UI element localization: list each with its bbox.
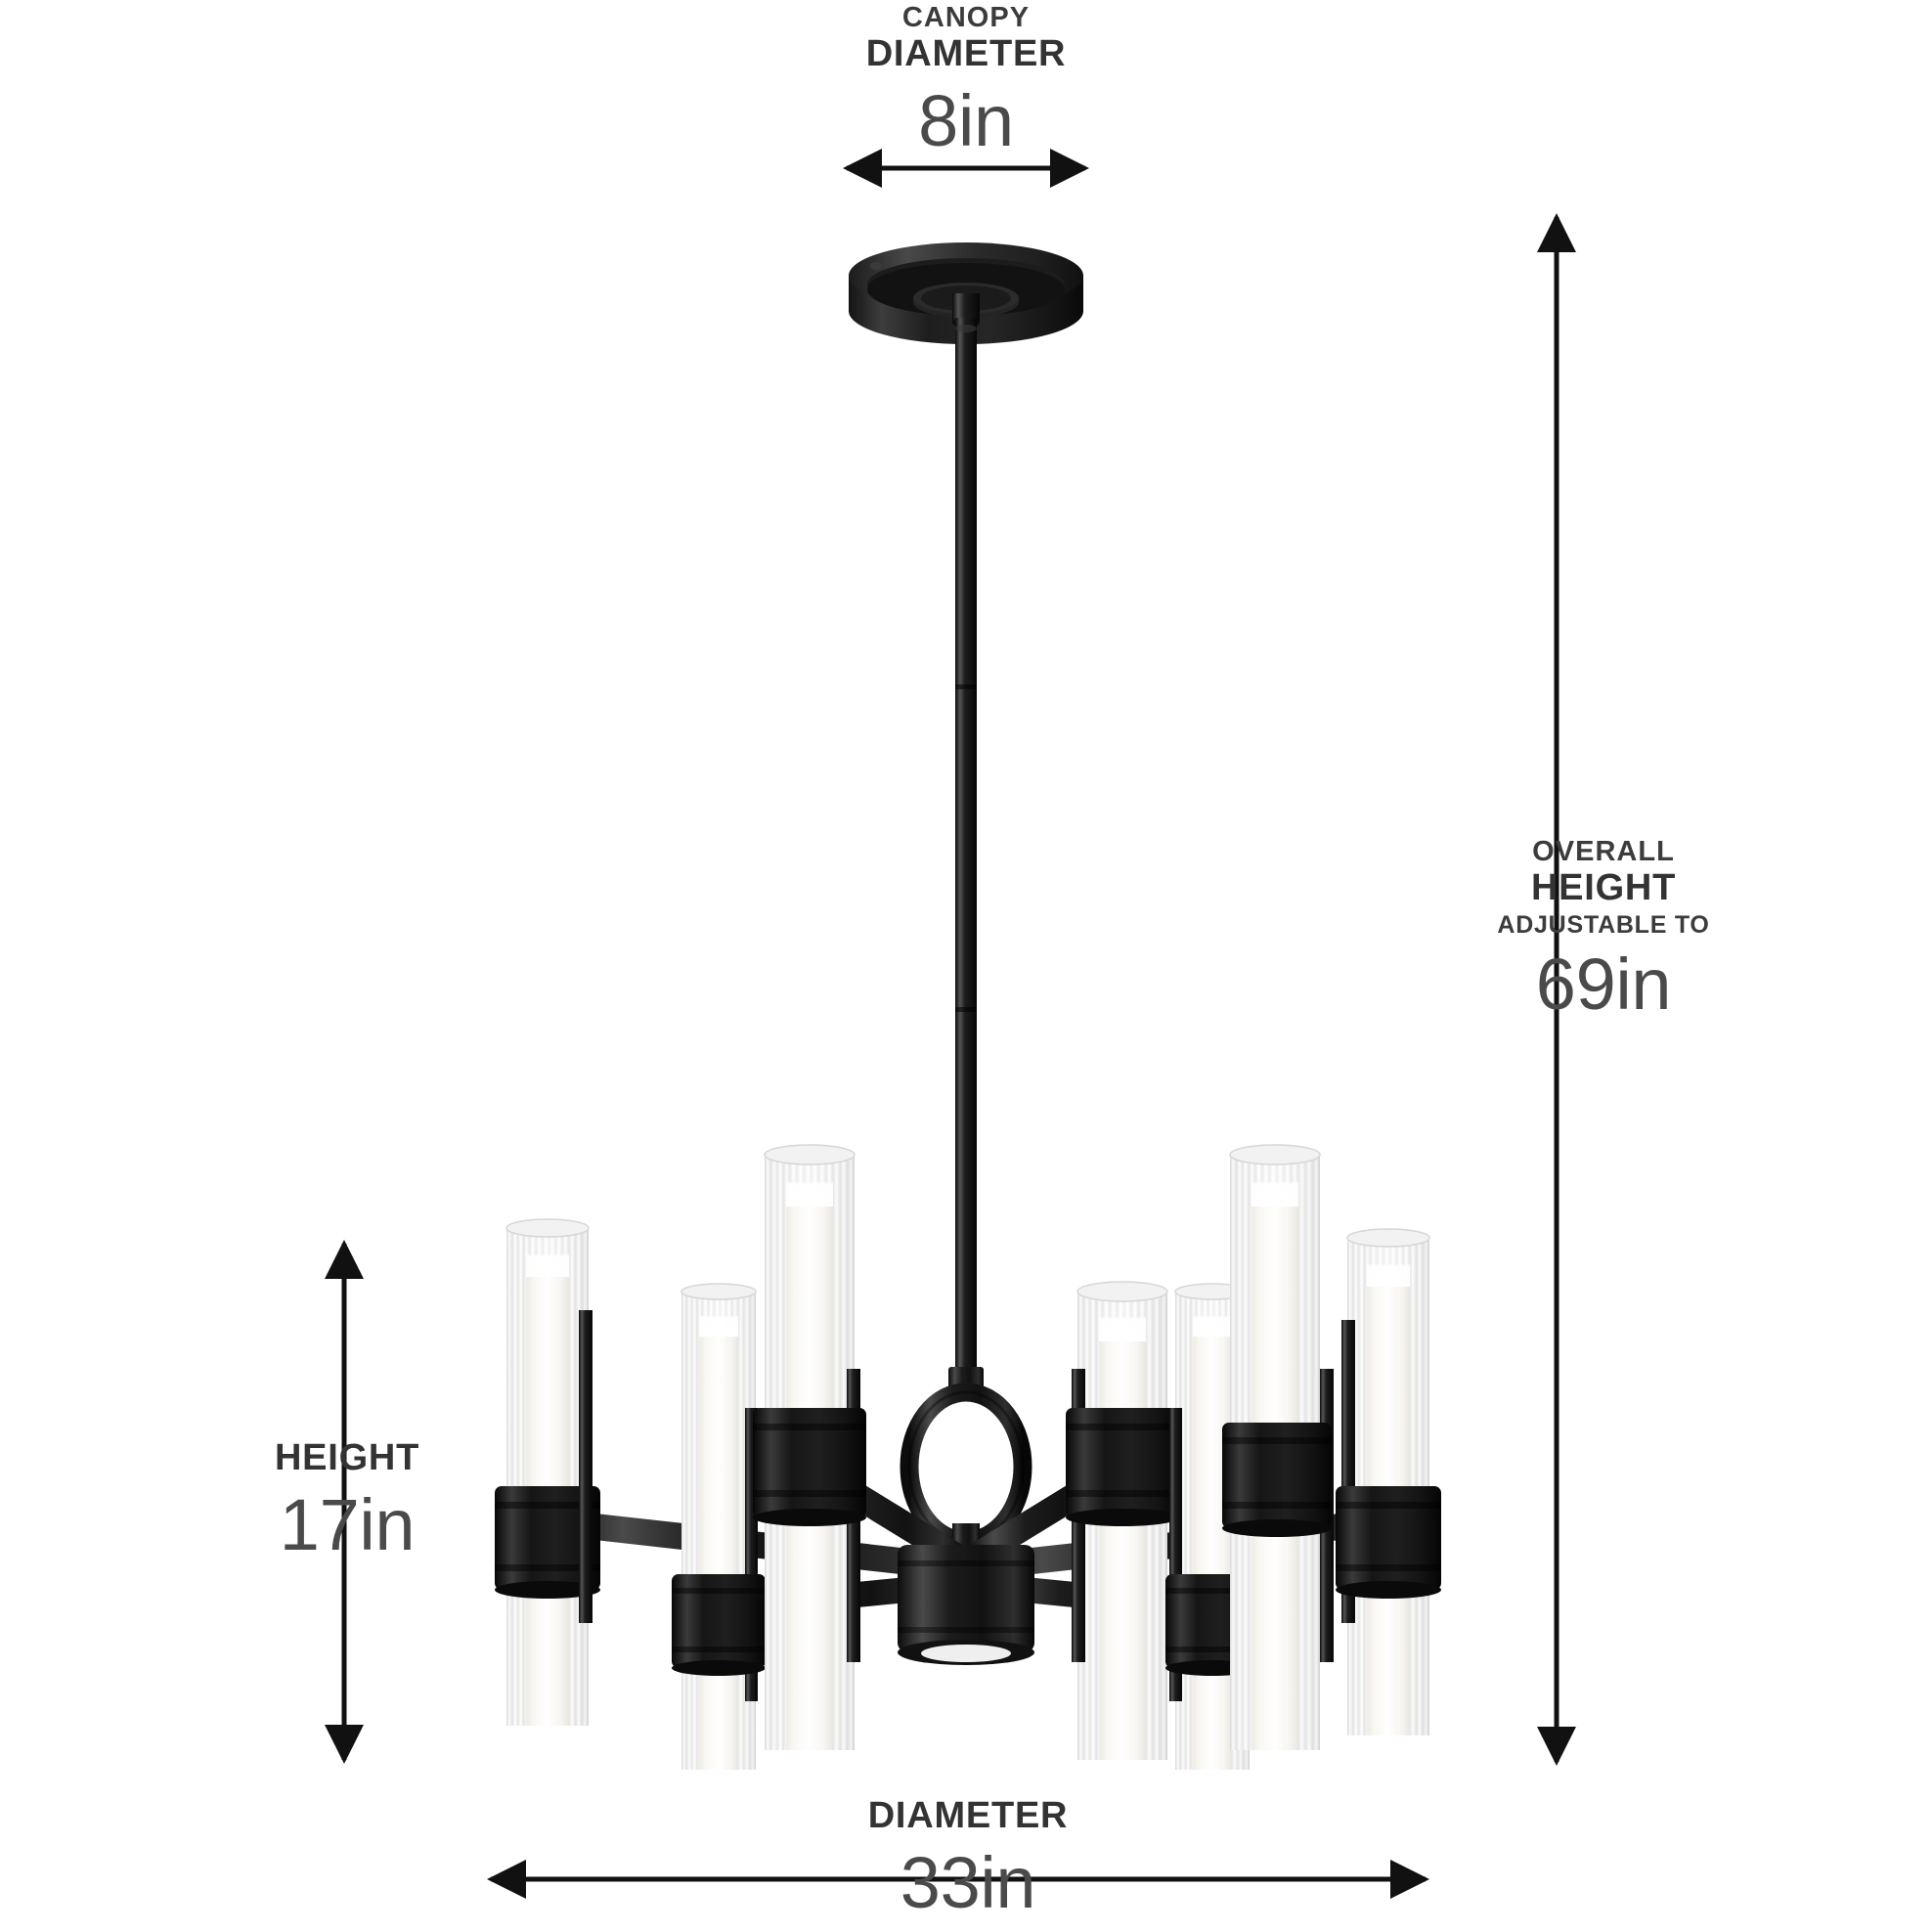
overall-height-caption-1: OVERALL bbox=[1532, 836, 1675, 867]
lamp-assembly bbox=[672, 1283, 766, 1770]
fixture-diameter-value: 33in bbox=[900, 1841, 1036, 1923]
overall-height-caption-3: ADJUSTABLE TO bbox=[1497, 911, 1710, 940]
fixture-height-label: HEIGHT 17in bbox=[186, 1437, 508, 1565]
lamp-assembly bbox=[1336, 1228, 1441, 1735]
fixture-height-value: 17in bbox=[279, 1483, 416, 1565]
fixture-diameter-label: DIAMETER 33in bbox=[772, 1795, 1164, 1923]
lamp-assembly bbox=[1066, 1281, 1179, 1760]
overall-height-caption-2: HEIGHT bbox=[1530, 867, 1677, 909]
canopy bbox=[849, 242, 1083, 344]
canopy-diameter-caption-2: DIAMETER bbox=[865, 33, 1067, 75]
overall-height-label: OVERALL HEIGHT ADJUSTABLE TO 69in bbox=[1418, 836, 1789, 1026]
canopy-diameter-value: 8in bbox=[918, 80, 1014, 162]
canopy-diameter-caption-1: CANOPY bbox=[901, 2, 1031, 33]
fixture-height-caption-1: HEIGHT bbox=[274, 1437, 420, 1478]
lamp-assembly bbox=[753, 1144, 866, 1750]
overall-height-value: 69in bbox=[1535, 944, 1672, 1026]
downrod bbox=[955, 318, 977, 1383]
fixture-diameter-caption-1: DIAMETER bbox=[867, 1795, 1069, 1836]
lamp-assembly bbox=[1222, 1144, 1334, 1750]
center-hub bbox=[898, 1545, 1034, 1665]
lamp-assembly bbox=[495, 1218, 600, 1726]
canopy-diameter-label: CANOPY DIAMETER 8in bbox=[770, 2, 1162, 162]
